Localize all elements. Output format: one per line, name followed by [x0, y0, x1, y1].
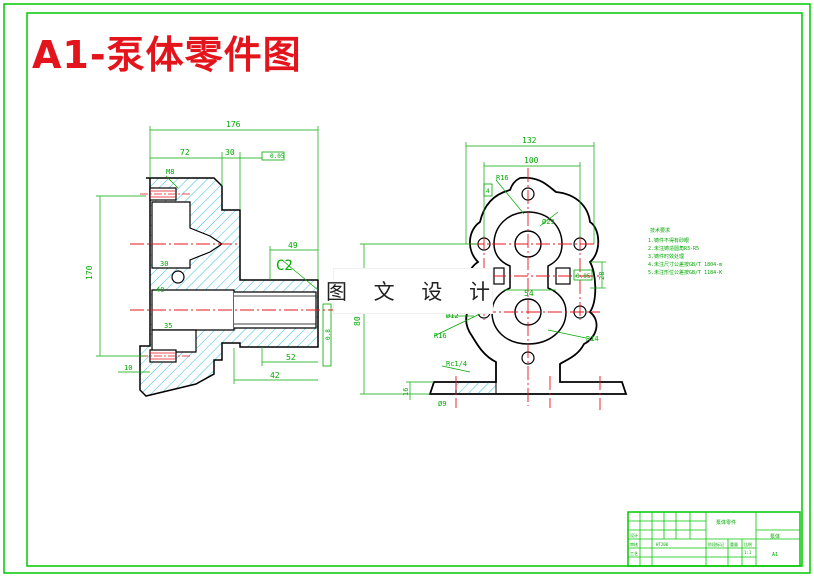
title-block-stage: 阶段标记 [708, 541, 724, 547]
dim-top-hole: 4 [486, 188, 490, 195]
right-front-view: 132 100 R16 4 Ø29 54 0.05 28 Ø12 R16 R14… [353, 136, 628, 410]
dim-52: 52 [286, 353, 296, 362]
title-block-scale-label: 比例 [744, 541, 752, 547]
gear-cavity [491, 211, 567, 345]
dim-r16: R16 [496, 174, 509, 182]
dim-r14: R14 [586, 335, 599, 343]
dim-d12: Ø12 [446, 312, 459, 320]
title-block-row-label: 工艺 [630, 551, 638, 556]
dim-10: 10 [124, 364, 132, 372]
tech-notes: 技术要求 1.铸件不得有砂眼 2.未注铸造圆角R3-R5 3.铸件时效处理 4.… [648, 227, 722, 276]
title-block-weight: 重量 [730, 541, 738, 547]
dim-49: 49 [288, 241, 298, 250]
dim-30b: 30 [160, 260, 168, 268]
roughness-box [322, 303, 332, 367]
dim-rc: Rc1/4 [446, 360, 467, 368]
dim-overall-width: 176 [226, 120, 241, 129]
dim-d29: Ø29 [542, 218, 555, 226]
inclined-hole [171, 270, 185, 284]
title-block-row-label: 设计 [630, 532, 638, 538]
title-block-scale: 1:1 [744, 550, 752, 555]
tech-note-line: 5.未注形位公差按GB/T 1184-K [648, 269, 722, 276]
dim-16: 16 [402, 388, 410, 396]
dim-72: 72 [180, 148, 190, 157]
dim-80: 80 [353, 316, 362, 326]
inner-border [26, 12, 803, 567]
dim-r16b: R16 [434, 332, 447, 340]
tolerance-frame [261, 151, 285, 161]
dim-thread: M8 [166, 168, 174, 176]
tech-note-line: 2.未注铸造圆角R3-R5 [648, 245, 699, 252]
drawing-title: A1-泵体零件图 [32, 33, 302, 77]
watermark-label: 图 文 设 计 [326, 268, 493, 314]
title-block-part-name: 泵体零件 [716, 519, 736, 526]
bore-cavity [151, 201, 224, 269]
tech-note-line: 3.铸件时效处理 [648, 253, 684, 260]
lower-cavity [151, 329, 197, 353]
title-block-row-label: 审核 [630, 541, 638, 547]
dim-chamfer: C2 [276, 258, 293, 274]
title-block-sheet-size: A1 [772, 552, 778, 558]
dim-foot: Ø9 [438, 400, 446, 408]
tech-note-line: 技术要求 [650, 227, 670, 234]
dim-tolerance: 0.05 [270, 153, 285, 160]
dim-30: 30 [225, 148, 235, 157]
tech-note-line: 1.铸件不得有砂眼 [648, 237, 689, 244]
dim-42: 42 [270, 371, 280, 380]
title-block-drawing-no: 泵体 [770, 533, 780, 540]
top-hole-box [483, 183, 493, 197]
center-tolerance-box [573, 269, 593, 281]
dim-132: 132 [522, 136, 537, 145]
title-block: 泵体零件 泵体 阶段标记 重量 比例 1:1 HT200 设计 审核 工艺 A1 [627, 511, 801, 567]
dim-28: 28 [598, 272, 606, 280]
dim-35: 35 [164, 322, 172, 330]
tech-note-line: 4.未注尺寸公差按GB/T 1804-m [648, 261, 722, 268]
foot-section [455, 381, 497, 395]
dim-roughness: 0.8 [325, 329, 332, 340]
title-block-material: HT200 [656, 542, 669, 547]
left-section-view: 176 72 30 0.05 M8 170 30 40 35 10 49 C2 … [85, 120, 340, 397]
dim-54: 54 [524, 289, 534, 298]
dim-40: 40 [156, 286, 164, 294]
outer-border [3, 3, 811, 574]
dim-100: 100 [524, 156, 539, 165]
dim-170: 170 [85, 265, 94, 280]
dim-center-box: 0.05 [576, 273, 591, 280]
